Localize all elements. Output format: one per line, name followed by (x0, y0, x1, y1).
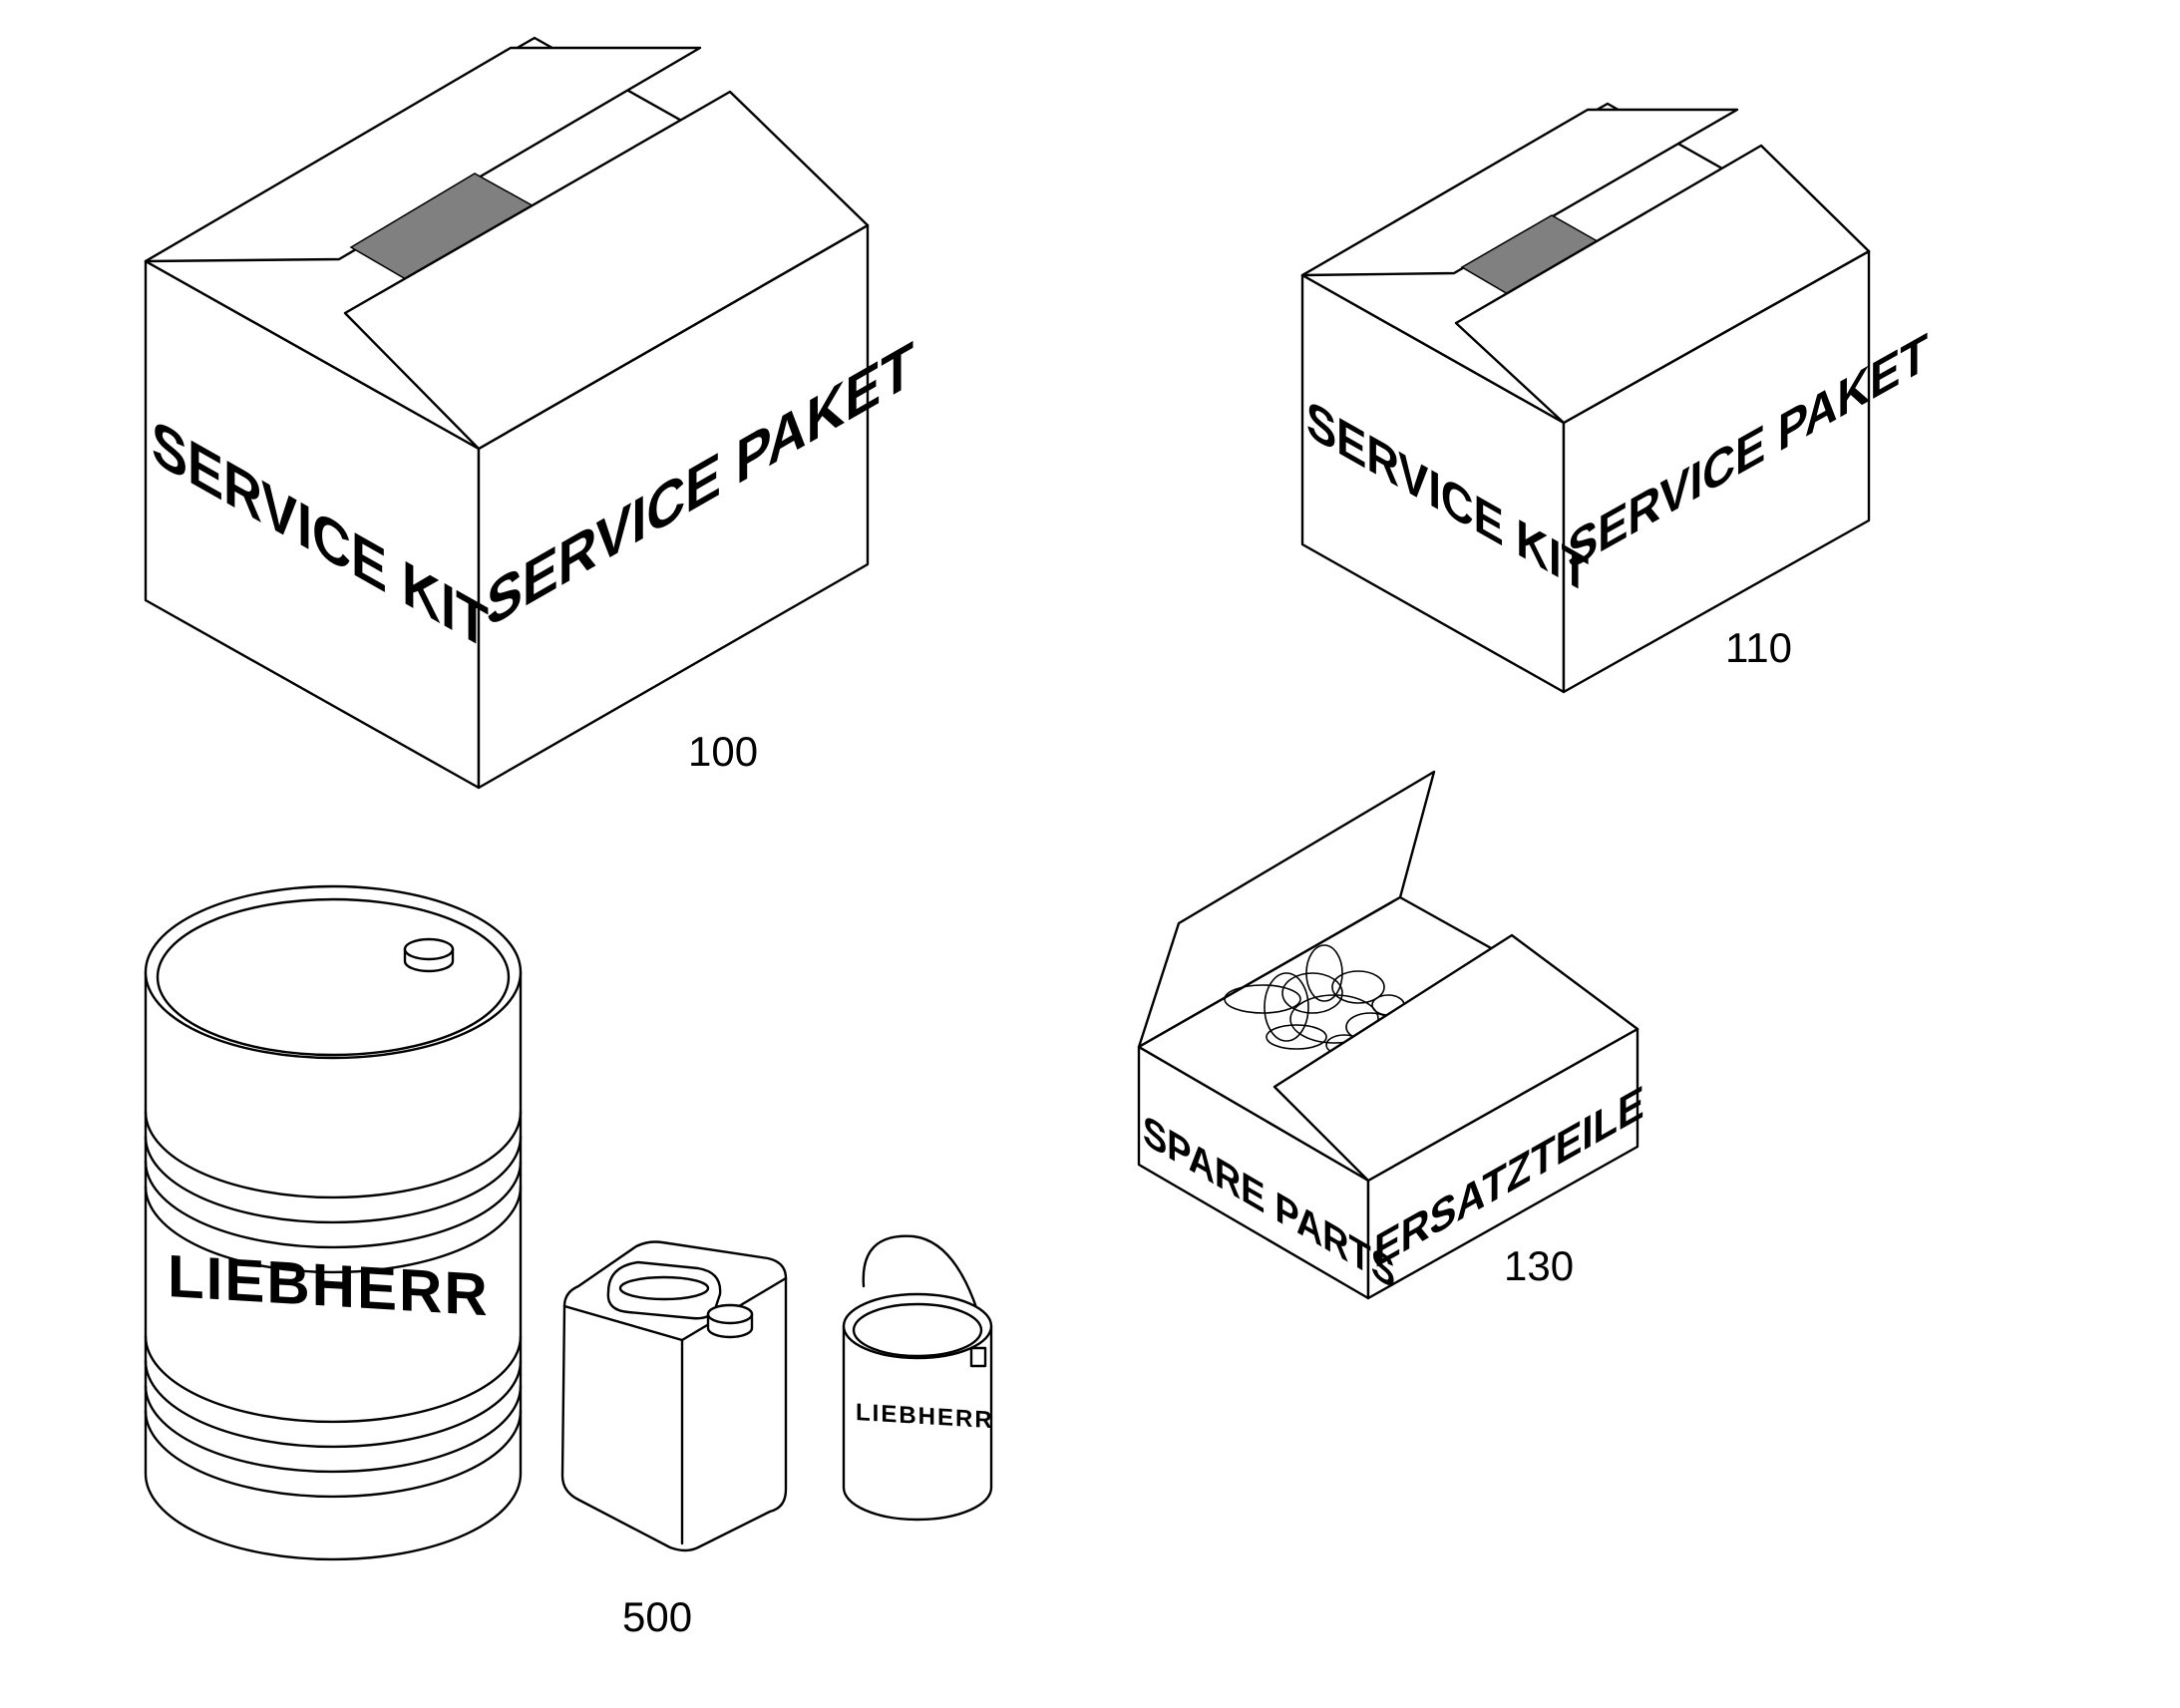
o-ring (1266, 1024, 1327, 1050)
canister-cap-top (706, 1303, 754, 1325)
spare-parts-box: SPARE PARTS ERSATZTEILE 130 (1137, 770, 1644, 1300)
spare-box-front-flap (1272, 933, 1639, 1183)
callout-500: 500 (622, 1593, 692, 1640)
callout-100: 100 (688, 728, 758, 775)
o-ring (1224, 984, 1301, 1014)
paint-can: LIEBHERR (842, 1234, 994, 1522)
spare-box-o-rings (1224, 944, 1405, 1056)
canister (560, 1240, 788, 1552)
bung-top (403, 937, 455, 961)
drum-hoop (144, 1384, 523, 1474)
o-ring (1305, 944, 1343, 1002)
paint-can-lid-inner (852, 1302, 983, 1358)
paint-can-body (842, 1324, 993, 1522)
drum-body (144, 970, 523, 1561)
callout-130: 130 (1504, 1242, 1574, 1289)
drum-hoop (144, 1160, 523, 1249)
drum-bung (403, 937, 455, 973)
drum-hoop (144, 1185, 523, 1274)
oil-drum: LIEBHERR (144, 884, 523, 1561)
callout-110: 110 (1725, 624, 1792, 671)
small-box-front-flap (1454, 144, 1871, 425)
o-ring (1331, 970, 1385, 1004)
drum-hoop (144, 1409, 523, 1499)
o-ring (1281, 972, 1343, 1014)
paint-can-bail-handle (862, 1234, 989, 1348)
o-ring (1289, 994, 1379, 1044)
drum-hoop (144, 1135, 523, 1224)
paint-can-ear (969, 1346, 987, 1368)
service-kit-box-large: SERVICE KIT SERVICE PAKET 100 (144, 36, 913, 790)
drum-hoop (144, 1334, 523, 1424)
drum-hoop (144, 1359, 523, 1449)
drum-top-inner (156, 897, 511, 1057)
drum-hoop (144, 1110, 523, 1199)
small-box-back-flap (1300, 108, 1739, 277)
large-box-back-flap (144, 46, 702, 263)
service-kit-box-small: SERVICE KIT SERVICE PAKET 110 (1300, 102, 1928, 694)
canister-handle-opening (618, 1275, 710, 1301)
o-ring (1264, 972, 1309, 1042)
large-box-front-flap (343, 90, 870, 451)
